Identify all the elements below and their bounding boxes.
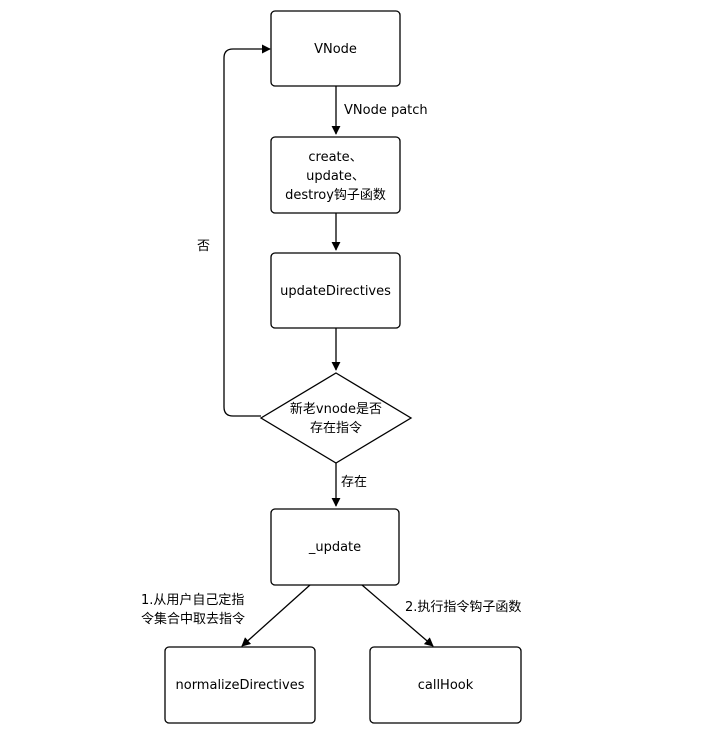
edge-update-to-callhook [361,584,434,647]
edge-label-normalize-line-2: 令集合中取去指令 [141,611,245,627]
node-update-label: _update [308,540,361,555]
edge-update-to-normalize [241,584,311,647]
edge-label-normalize-line-1: 1.从用户自己定指 [141,592,244,608]
node-normalize-directives-label: normalizeDirectives [176,678,305,693]
node-normalize-directives: normalizeDirectives [164,646,316,724]
node-update-directives-label: updateDirectives [280,284,391,299]
edge-label-no: 否 [197,239,210,254]
node-call-hook: callHook [369,646,522,724]
edge-label-exists: 存在 [341,475,367,490]
node-vnode-label: VNode [314,42,357,57]
node-hooks-line-2: update、 [306,169,365,184]
node-hooks: create、 update、 destroy钩子函数 [270,136,401,214]
edge-label-vnode-patch: VNode patch [344,103,428,118]
node-decision-line-2: 存在指令 [310,421,362,436]
edge-label-call-hook: 2.执行指令钩子函数 [405,600,521,615]
node-vnode: VNode [270,10,401,87]
edge-decision-no-loop [223,44,271,417]
node-update-directives: updateDirectives [270,252,401,329]
node-hooks-line-3: destroy钩子函数 [285,188,386,203]
node-update: _update [270,508,400,586]
node-hooks-line-1: create、 [308,150,362,165]
node-decision-line-1: 新老vnode是否 [290,401,382,417]
node-call-hook-label: callHook [418,678,474,693]
node-decision: 新老vnode是否 存在指令 [259,372,413,464]
